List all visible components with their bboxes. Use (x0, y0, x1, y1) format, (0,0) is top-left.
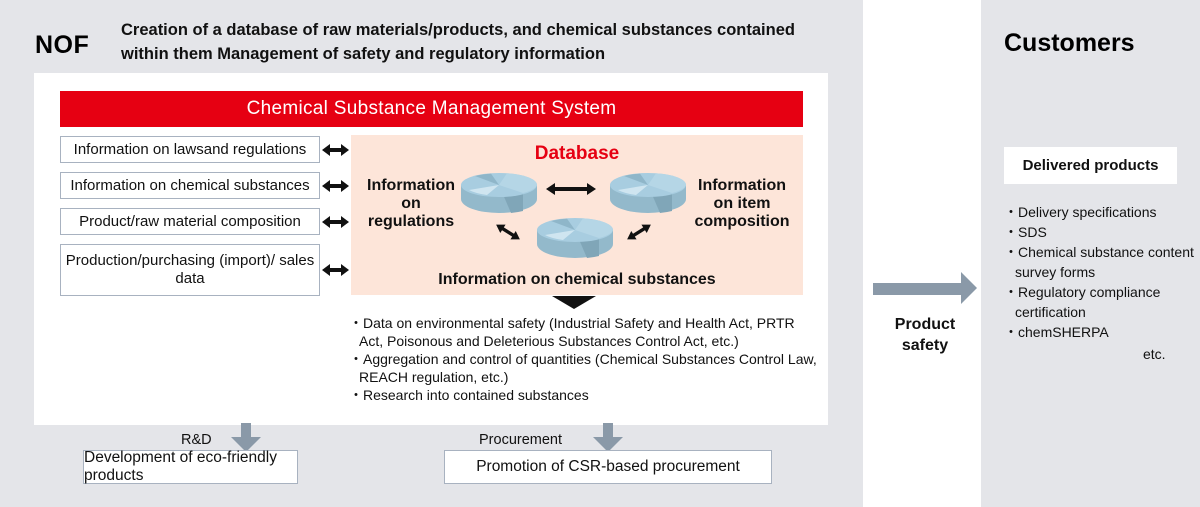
bullet: ・ (1004, 284, 1018, 300)
bullet: ・ (1004, 324, 1018, 340)
down-triangle-icon (552, 296, 596, 309)
rd-result-box: Development of eco-friendly products (83, 449, 298, 484)
source-product-composition: Product/raw material composition (60, 208, 320, 235)
disk-chemical-substances-icon (537, 218, 614, 258)
delivered-etc: etc. (1143, 346, 1166, 362)
right-arrow-icon (873, 272, 977, 304)
delivered-item: ・chemSHERPA (1004, 322, 1194, 342)
double-arrow-icon (496, 224, 520, 240)
output-item: ・Aggregation and control of quantities (… (349, 350, 819, 386)
customers-panel (981, 0, 1200, 507)
database-disks (461, 173, 687, 258)
source-laws-regulations: Information on lawsand regulations (60, 136, 320, 163)
database-title: Database (534, 143, 620, 164)
double-arrow-icon (627, 224, 651, 240)
delivered-item-text: Chemical substance content survey forms (1015, 244, 1194, 280)
rd-label: R&D (181, 432, 212, 448)
double-arrow-icon (322, 180, 349, 192)
output-text: Data on environmental safety (Industrial… (359, 315, 795, 349)
bullet: ・ (1004, 244, 1018, 260)
source-chemical-substances: Information on chemical substances (60, 172, 320, 199)
disk-item-composition-icon (610, 173, 687, 213)
bullet: ・ (349, 315, 363, 331)
customers-title: Customers (1004, 29, 1135, 57)
delivered-products-list: ・Delivery specifications ・SDS ・Chemical … (1004, 202, 1194, 342)
double-arrow-icon (546, 183, 596, 195)
delivered-item: ・Regulatory compliance certification (1004, 282, 1194, 322)
chemical-substances-label: Information on chemical substances (438, 271, 716, 288)
double-arrow-icon (322, 216, 349, 228)
bullet: ・ (1004, 224, 1018, 240)
delivered-item-text: Delivery specifications (1018, 204, 1157, 220)
delivered-item-text: SDS (1018, 224, 1047, 240)
output-text: Research into contained substances (363, 387, 589, 403)
double-arrow-icon (322, 264, 349, 276)
procurement-result-box: Promotion of CSR-based procurement (444, 450, 772, 484)
output-text: Aggregation and control of quantities (C… (359, 351, 817, 385)
product-safety-label: Product safety (894, 316, 956, 354)
delivered-item: ・Chemical substance content survey forms (1004, 242, 1194, 282)
down-arrow-icon (231, 423, 261, 452)
regulations-label: Information on regulations (367, 177, 455, 230)
bullet: ・ (1004, 204, 1018, 220)
delivered-item-text: Regulatory compliance certification (1015, 284, 1161, 320)
double-arrow-icon (322, 144, 349, 156)
database-outputs-list: ・Data on environmental safety (Industria… (349, 314, 819, 404)
database-box: Database Information on regulations Info… (351, 135, 803, 295)
delivered-item-text: chemSHERPA (1018, 324, 1109, 340)
nof-description: Creation of a database of raw materials/… (121, 21, 795, 63)
bullet: ・ (349, 387, 363, 403)
source-production-sales-data: Production/purchasing (import)/ sales da… (60, 244, 320, 296)
item-composition-label: Information on item composition (694, 177, 790, 230)
delivered-products-title: Delivered products (1004, 147, 1177, 184)
procurement-label: Procurement (479, 432, 563, 448)
down-arrow-icon (593, 423, 623, 452)
delivered-item: ・Delivery specifications (1004, 202, 1194, 222)
bullet: ・ (349, 351, 363, 367)
output-item: ・Research into contained substances (349, 386, 819, 404)
output-item: ・Data on environmental safety (Industria… (349, 314, 819, 350)
delivered-item: ・SDS (1004, 222, 1194, 242)
system-title: Chemical Substance Management System (60, 91, 803, 127)
nof-title: NOF (35, 31, 90, 59)
disk-regulations-icon (461, 173, 538, 213)
